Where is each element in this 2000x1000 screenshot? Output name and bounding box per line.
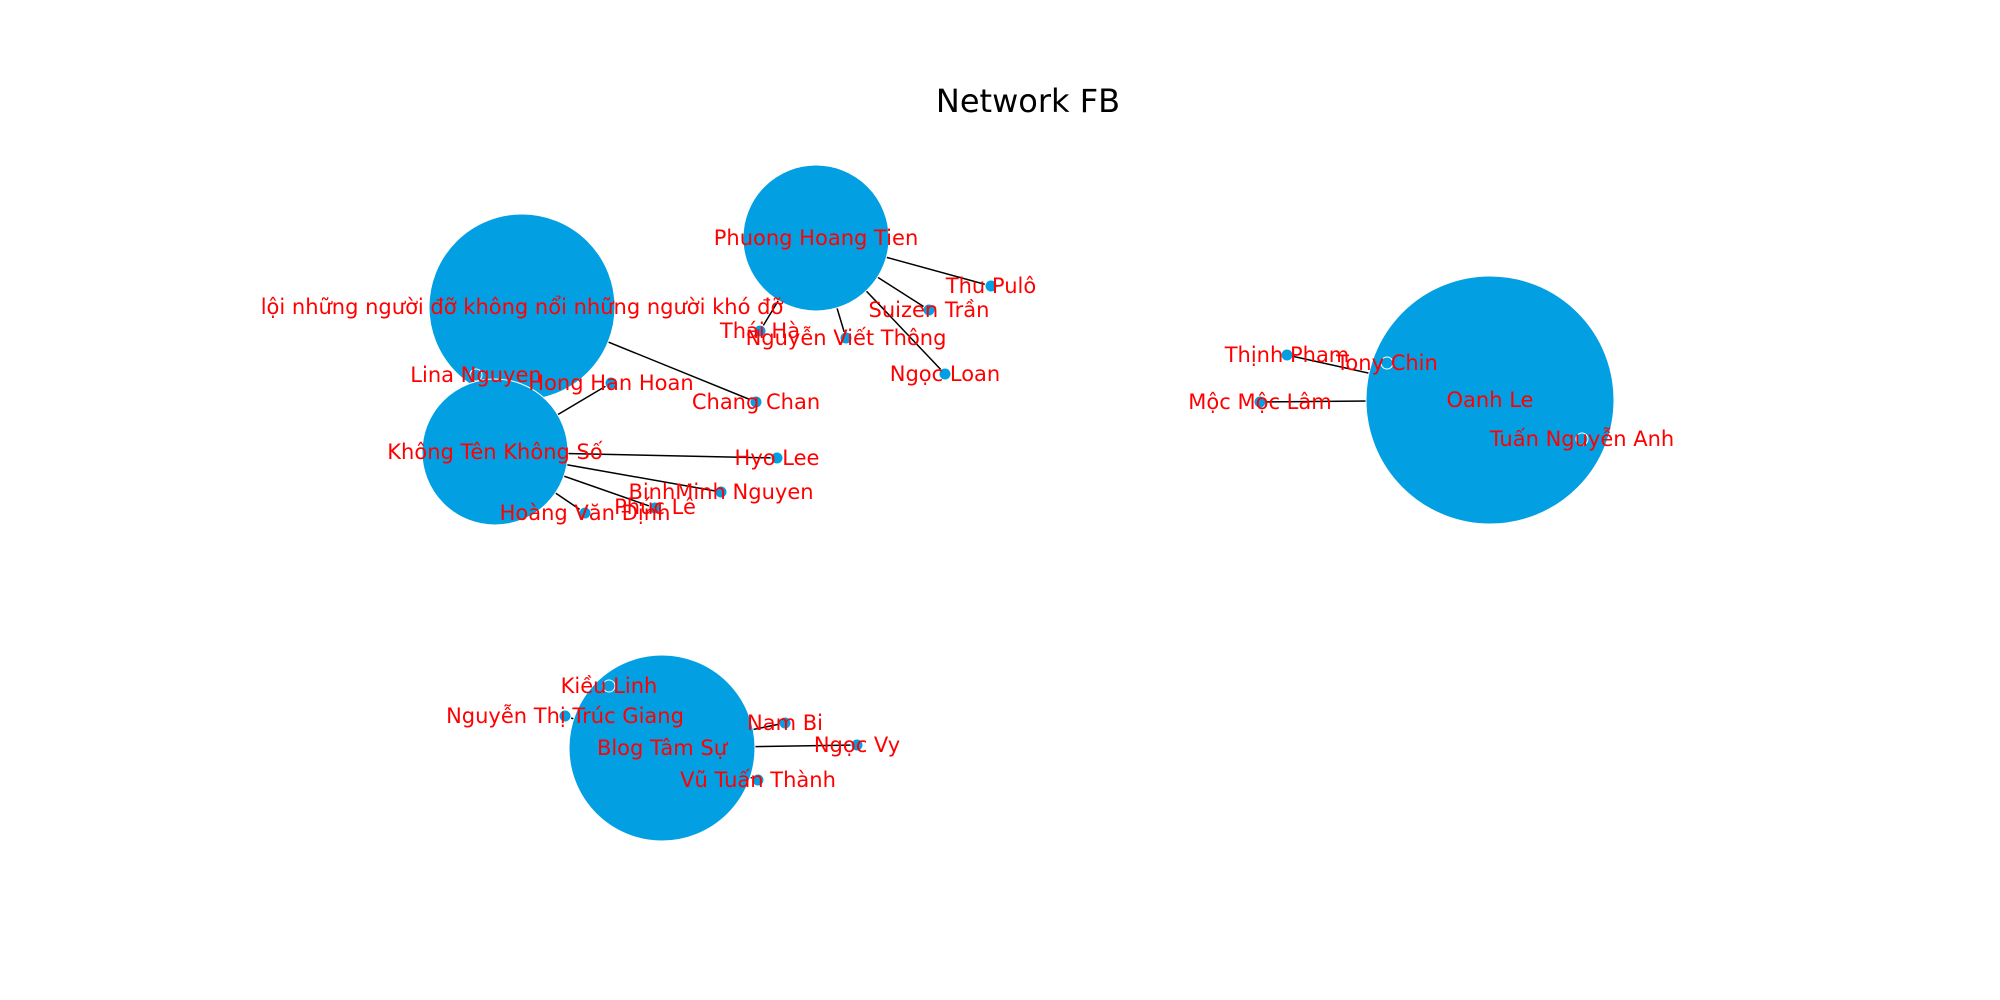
node-label-phucle: Phúc Lê xyxy=(614,495,696,519)
node-label-nguyenviet: Nguyễn Viết Thông xyxy=(746,325,947,350)
node-thaiha[interactable] xyxy=(753,324,767,338)
node-label-oanh: Oanh Le xyxy=(1447,388,1534,412)
node-thupulo[interactable] xyxy=(984,279,998,293)
node-ngocloan[interactable] xyxy=(938,367,952,381)
node-label-nambi: Nam Bi xyxy=(747,711,823,735)
node-label-vutuan: Vũ Tuấn Thành xyxy=(680,768,836,792)
node-label-blog: Blog Tâm Sự xyxy=(597,736,729,760)
node-kieulinh[interactable] xyxy=(602,679,616,693)
node-label-mocmoc: Mộc Mộc Lâm xyxy=(1188,390,1331,414)
node-label-phuong: Phuong Hoang Tien xyxy=(714,226,919,250)
node-binhminh[interactable] xyxy=(714,485,728,499)
node-ngocvy[interactable] xyxy=(850,738,864,752)
node-blog[interactable] xyxy=(568,654,756,842)
node-label-honghan: Hong Han Hoan xyxy=(528,371,693,395)
node-suizen[interactable] xyxy=(922,303,936,317)
node-label-hyolee: Hyo Lee xyxy=(735,446,820,470)
node-label-ngocloan: Ngọc Loan xyxy=(890,362,1000,386)
node-nambi[interactable] xyxy=(778,716,792,730)
node-hyolee[interactable] xyxy=(770,451,784,465)
node-linanguyen[interactable] xyxy=(469,368,483,382)
node-thinhpham[interactable] xyxy=(1280,348,1294,362)
node-label-changchan: Chang Chan xyxy=(692,390,820,414)
node-phucle[interactable] xyxy=(648,501,662,515)
node-nguyenviet[interactable] xyxy=(839,331,853,345)
node-tonychin[interactable] xyxy=(1380,356,1394,370)
node-phuong[interactable] xyxy=(742,164,890,312)
node-nguyenthi[interactable] xyxy=(558,709,572,723)
node-mocmoc[interactable] xyxy=(1253,395,1267,409)
node-label-thupulo: Thu Pulô xyxy=(945,274,1036,298)
nodes-layer xyxy=(421,164,1615,842)
node-tuan[interactable] xyxy=(1575,432,1589,446)
chart-title: Network FB xyxy=(936,82,1120,120)
node-vutuan[interactable] xyxy=(751,773,765,787)
node-label-thinhpham: Thịnh Pham xyxy=(1224,343,1350,367)
node-label-nguyenthi: Nguyễn Thị Trúc Giang xyxy=(446,703,684,728)
node-label-linanguyen: Lina Nguyen xyxy=(410,363,541,387)
node-khongten[interactable] xyxy=(421,378,569,526)
node-label-hoangvan: Hoàng Văn Định xyxy=(500,501,671,525)
node-label-suizen: Suizen Trần xyxy=(869,298,990,322)
node-label-tonychin: Tony Chin xyxy=(1335,351,1438,375)
node-label-khongten: Không Tên Không Số xyxy=(387,440,603,464)
node-label-tuan: Tuấn Nguyễn Anh xyxy=(1489,426,1674,451)
node-label-thaiha: Thái Hà xyxy=(719,319,800,343)
node-label-loi: lội những người đỡ không nổi những người… xyxy=(261,295,784,319)
node-hoangvan[interactable] xyxy=(578,506,592,520)
node-honghan[interactable] xyxy=(604,376,618,390)
labels-layer: lội những người đỡ không nổi những người… xyxy=(261,226,1675,792)
node-label-binhminh: BinhMinh Nguyen xyxy=(628,480,813,504)
node-label-ngocvy: Ngọc Vy xyxy=(814,733,900,757)
node-oanh[interactable] xyxy=(1365,275,1615,525)
node-label-kieulinh: Kiều Linh xyxy=(561,674,658,698)
node-changchan[interactable] xyxy=(749,395,763,409)
